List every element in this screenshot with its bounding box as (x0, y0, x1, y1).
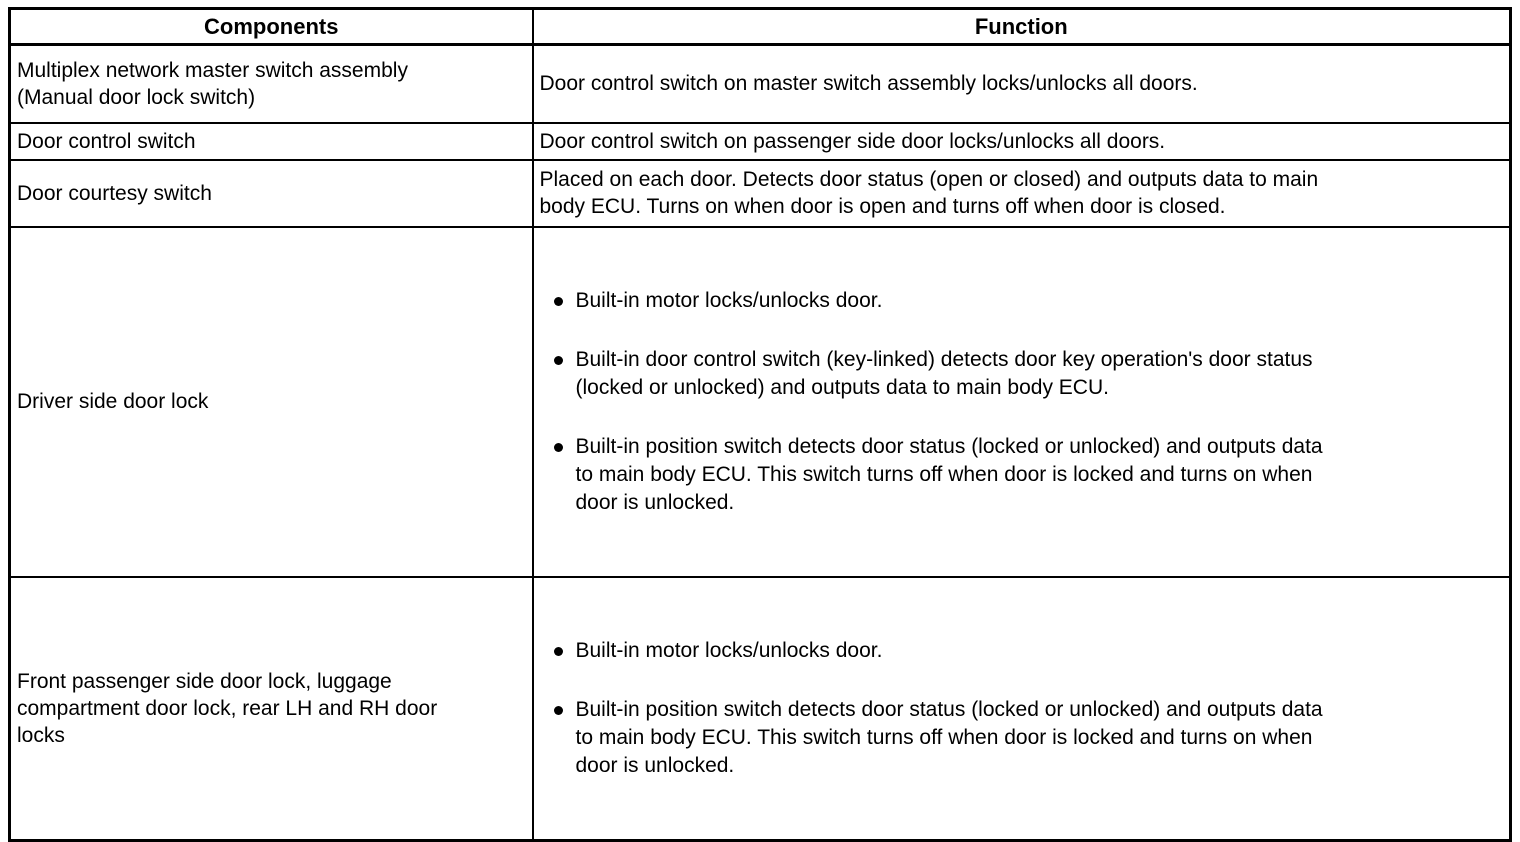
function-bullet-list: Built-in motor locks/unlocks door. Built… (540, 608, 1502, 809)
bullet-item-text: Built-in door control switch (key-linked… (575, 347, 1313, 399)
component-cell: Driver side door lock (8, 225, 534, 578)
bullet-item-text: Built-in position switch detects door st… (575, 434, 1323, 514)
document-page: Components Function Multiplex network ma… (8, 7, 1512, 842)
bullet-item-text: Built-in motor locks/unlocks door. (575, 288, 883, 312)
table-row: Door control switch Door control switch … (8, 121, 1512, 161)
bullet-icon (553, 646, 563, 656)
table-row: Driver side door lock Built-in motor loc… (8, 225, 1512, 578)
bullet-item-text: Built-in position switch detects door st… (575, 697, 1323, 777)
list-item: Built-in motor locks/unlocks door. (540, 637, 1502, 665)
component-cell: Door courtesy switch (8, 158, 534, 228)
function-cell: Built-in motor locks/unlocks door. Built… (531, 225, 1512, 578)
component-cell: Multiplex network master switch assembly… (8, 43, 534, 124)
function-bullet-list: Built-in motor locks/unlocks door. Built… (540, 258, 1502, 546)
bullet-icon (553, 296, 563, 306)
components-column-header: Components (8, 7, 534, 46)
bullet-item-text: Built-in motor locks/unlocks door. (575, 638, 883, 662)
function-cell: Door control switch on passenger side do… (531, 121, 1512, 161)
function-cell: Door control switch on master switch ass… (531, 43, 1512, 124)
function-cell: Built-in motor locks/unlocks door. Built… (531, 575, 1512, 841)
table-header-row: Components Function (8, 7, 1512, 46)
table-row: Multiplex network master switch assembly… (8, 43, 1512, 124)
function-column-header: Function (531, 7, 1512, 46)
list-item: Built-in motor locks/unlocks door. (540, 287, 1502, 315)
table-row: Door courtesy switch Placed on each door… (8, 158, 1512, 228)
table-row: Front passenger side door lock, luggage … (8, 575, 1512, 841)
bullet-icon (553, 705, 563, 715)
list-item: Built-in position switch detects door st… (540, 433, 1502, 517)
function-cell: Placed on each door. Detects door status… (531, 158, 1512, 228)
bullet-icon (553, 442, 563, 452)
list-item: Built-in door control switch (key-linked… (540, 346, 1502, 402)
bullet-icon (553, 355, 563, 365)
list-item: Built-in position switch detects door st… (540, 696, 1502, 780)
components-function-table: Components Function Multiplex network ma… (8, 7, 1512, 842)
component-cell: Front passenger side door lock, luggage … (8, 575, 534, 841)
component-cell: Door control switch (8, 121, 534, 161)
